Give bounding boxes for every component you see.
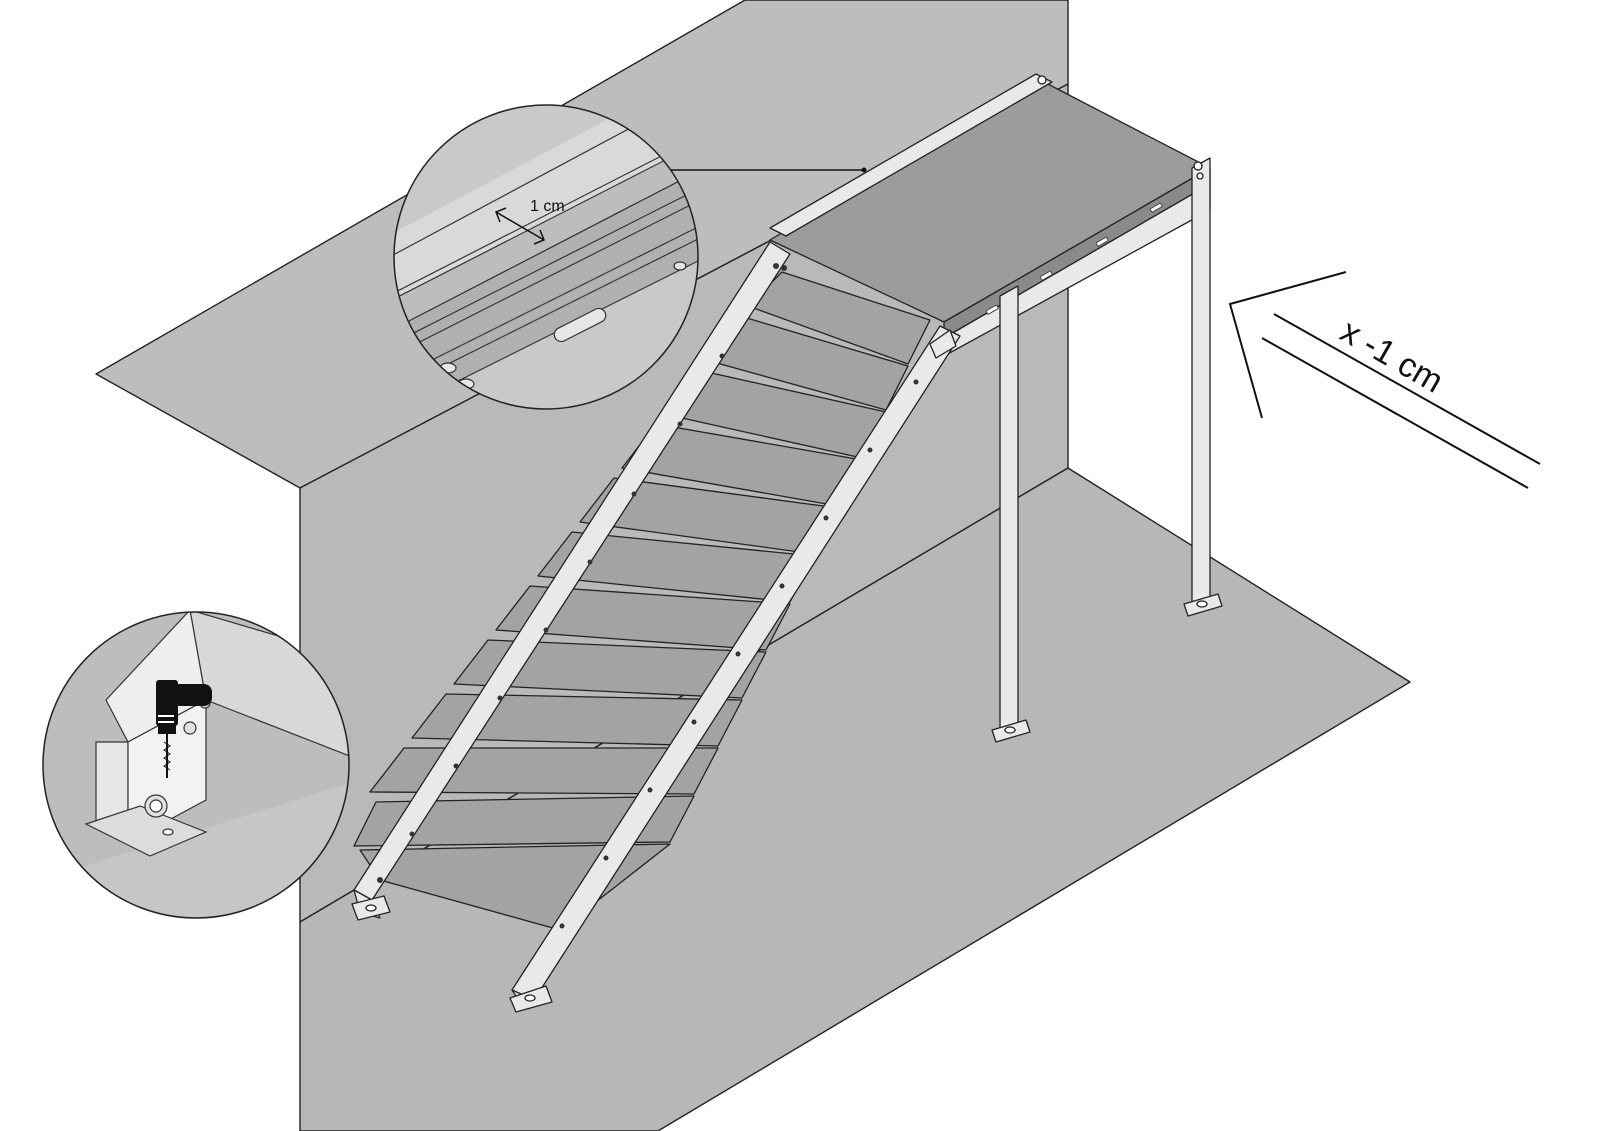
stringer-bolts bbox=[377, 263, 919, 929]
offset-indicator: x -1 cm bbox=[1228, 271, 1541, 489]
beam-slots bbox=[985, 202, 1163, 315]
platform bbox=[769, 73, 1223, 743]
stair-bracket bbox=[929, 329, 957, 359]
platform-back-beam bbox=[769, 73, 1053, 237]
steps bbox=[353, 271, 931, 931]
ground-floor bbox=[299, 467, 1411, 1131]
leg-right bbox=[1191, 157, 1211, 609]
dimension-arrow bbox=[495, 207, 545, 245]
drill-icon bbox=[156, 680, 212, 778]
offset-arrow-icon bbox=[1228, 271, 1541, 489]
dimension-label: 1 cm bbox=[530, 198, 565, 215]
leg-front bbox=[999, 285, 1019, 735]
staircase bbox=[351, 241, 961, 1013]
